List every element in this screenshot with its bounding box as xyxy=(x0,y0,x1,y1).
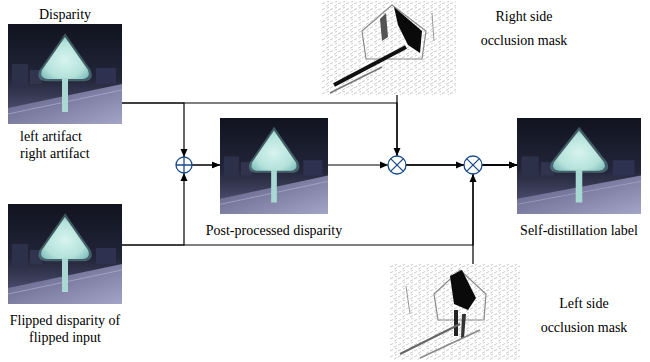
image-caption: Disparity xyxy=(8,6,122,23)
image-node: Left side occlusion mask xyxy=(390,264,640,360)
multiply-operator xyxy=(388,156,406,174)
image-node: Self-distillation label xyxy=(512,118,646,239)
image-caption: Post-processed disparity xyxy=(194,222,354,239)
image-node: Disparity xyxy=(8,4,122,124)
disparity-image xyxy=(8,24,122,124)
image-node: Right side occlusion mask xyxy=(322,1,584,95)
image-caption: Self-distillation label xyxy=(512,222,646,239)
disparity-image xyxy=(220,118,328,214)
flow-connector xyxy=(122,103,220,165)
image-node: Post-processed disparity xyxy=(194,118,354,239)
occlusion-mask-image xyxy=(390,264,520,360)
add-operator xyxy=(176,157,192,173)
occlusion-mask-image xyxy=(322,1,456,95)
multiply-operator xyxy=(464,156,482,174)
artifact-note: right artifact xyxy=(20,145,90,162)
image-node: Flipped disparity of flipped input xyxy=(8,204,126,346)
flow-connector xyxy=(397,95,517,165)
flow-connector xyxy=(122,165,220,245)
flow-connector xyxy=(473,165,517,264)
disparity-image xyxy=(517,118,641,214)
disparity-image xyxy=(8,204,122,304)
artifact-note: left artifact xyxy=(20,128,82,145)
image-caption: Flipped disparity of flipped input xyxy=(4,312,126,346)
image-caption: Left side occlusion mask xyxy=(532,292,636,340)
image-caption: Right side occlusion mask xyxy=(472,5,576,53)
